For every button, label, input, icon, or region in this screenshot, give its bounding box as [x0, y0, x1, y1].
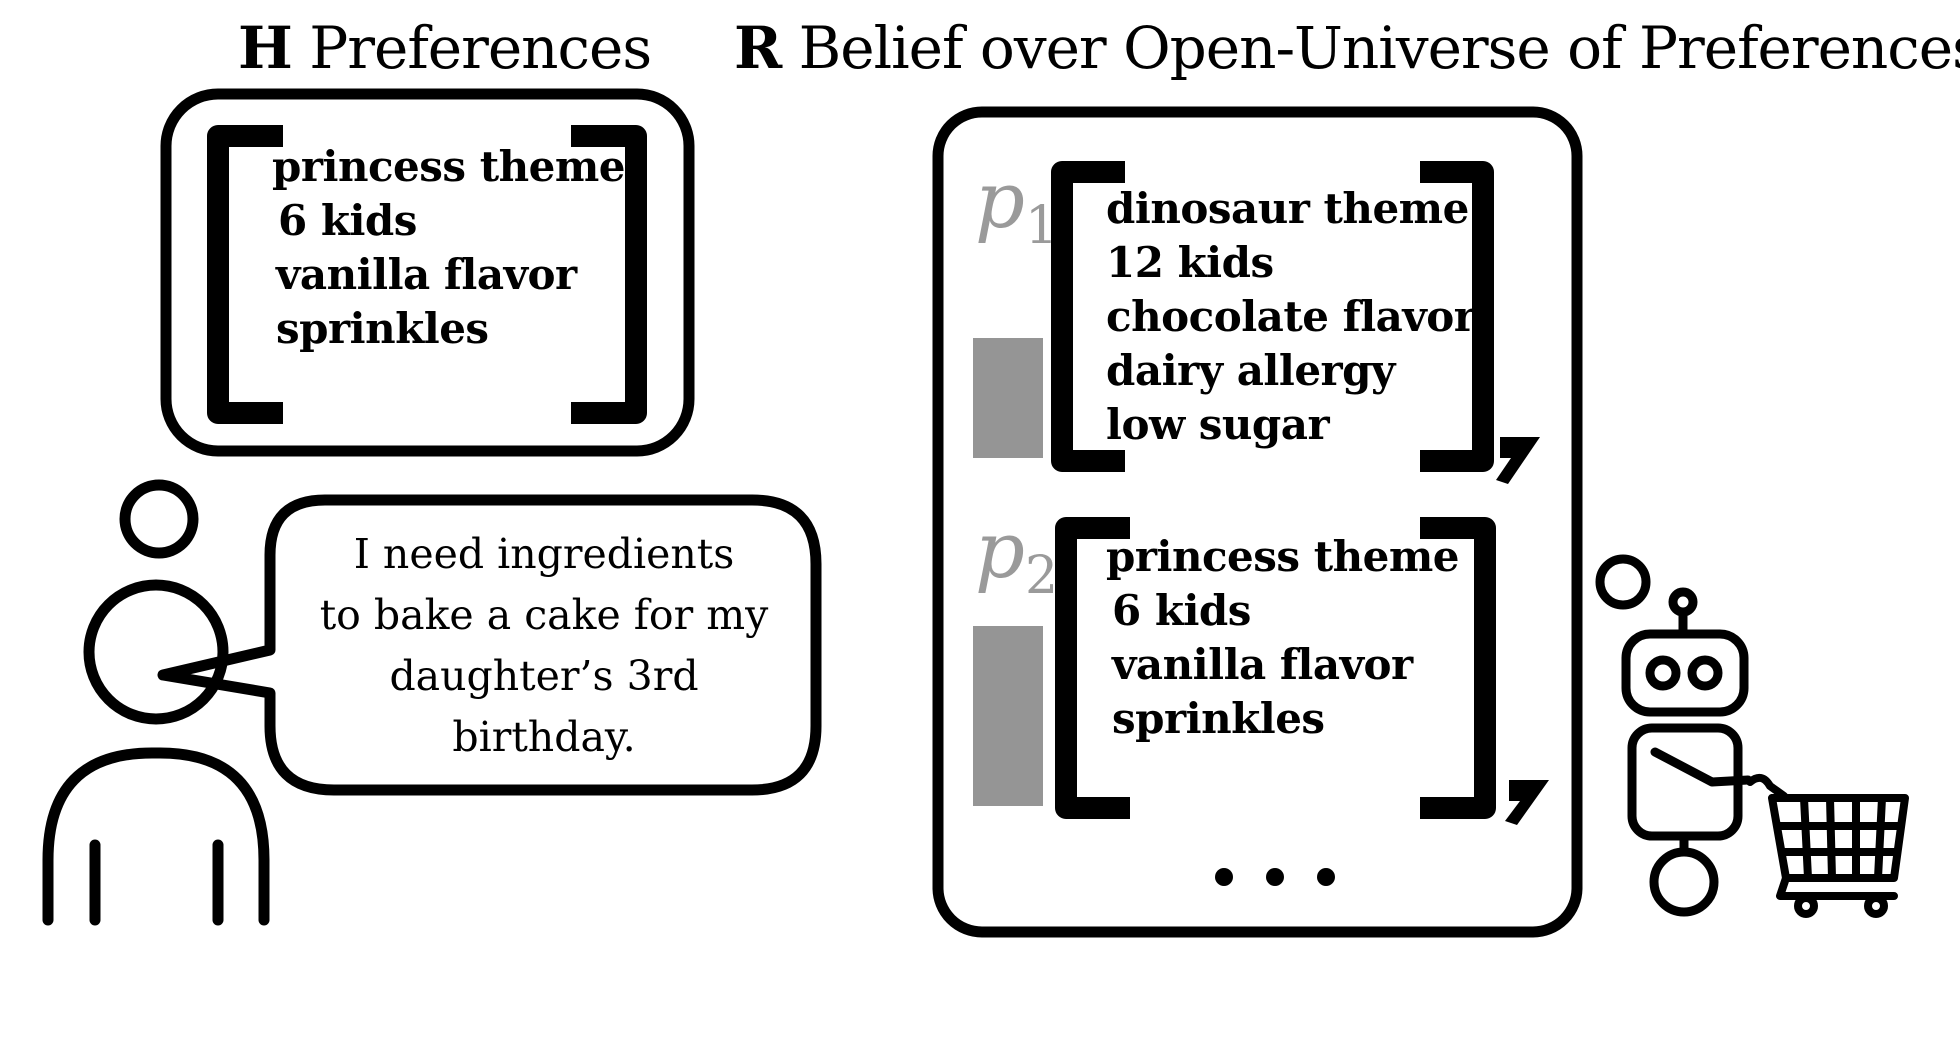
ellipsis-dot	[1317, 868, 1335, 886]
preference-item: dinosaur theme	[1106, 184, 1469, 233]
h1-right-bracket-icon	[1420, 161, 1494, 472]
preference-item: sprinkles	[1112, 694, 1325, 743]
speech-line: daughter’s 3rd	[389, 652, 699, 700]
hypothesis-2-label: p2	[975, 506, 1059, 606]
belief-box	[932, 106, 1583, 938]
h2-comma	[1505, 780, 1549, 825]
preference-item: 12 kids	[1106, 238, 1274, 287]
separators	[1215, 437, 1549, 886]
preference-item: princess theme	[272, 142, 626, 191]
probability-bars	[973, 338, 1043, 806]
human-title-letter: H	[238, 14, 293, 82]
robot-thought-bubble-icon	[1595, 554, 1651, 610]
ellipsis-dot	[1215, 868, 1233, 886]
thought-bubble-icon	[119, 479, 199, 559]
person-head	[83, 579, 229, 725]
preference-item: sprinkles	[276, 304, 489, 353]
human-title-text: Preferences	[291, 14, 652, 82]
speech-text: I need ingredients to bake a cake for my…	[300, 524, 788, 768]
human-preference-list: princess theme 6 kids vanilla flavor spr…	[272, 140, 626, 356]
robot-icon	[1621, 587, 1753, 917]
left-bracket-icon	[207, 125, 283, 424]
person-icon	[42, 479, 270, 926]
hypothesis-2-preferences: princess theme 6 kids vanilla flavor spr…	[1106, 530, 1460, 746]
robot-belief-title: R Belief over Open-Universe of Preferenc…	[734, 14, 1960, 82]
speech-line: birthday.	[452, 713, 636, 761]
preference-item: 6 kids	[1112, 586, 1251, 635]
human-preferences-title: H Preferences	[238, 14, 652, 82]
speech-line: to bake a cake for my	[319, 591, 769, 639]
h2-left-bracket-icon	[1055, 517, 1130, 819]
h2-right-bracket-icon	[1420, 517, 1496, 819]
preference-item: chocolate flavor	[1106, 292, 1476, 341]
h1-comma	[1496, 437, 1540, 484]
speech-bubble	[157, 494, 822, 796]
preference-item: 6 kids	[278, 196, 417, 245]
hypothesis-1-preferences: dinosaur theme 12 kids chocolate flavor …	[1106, 182, 1476, 452]
speech-line: I need ingredients	[353, 530, 735, 578]
h1-left-bracket-icon	[1051, 161, 1125, 472]
robot-title-text: Belief over Open-Universe of Preferences	[781, 14, 1960, 82]
preference-item: vanilla flavor	[276, 250, 577, 299]
probability-bar-1	[973, 338, 1043, 458]
right-bracket-icon	[571, 125, 647, 424]
preference-item: low sugar	[1106, 400, 1330, 449]
probability-bar-2	[973, 626, 1043, 806]
human-preference-box	[160, 88, 695, 457]
preference-item: princess theme	[1106, 532, 1460, 581]
preference-item: dairy allergy	[1106, 346, 1395, 395]
hypothesis-1-label: p1	[975, 156, 1059, 256]
shopping-cart-icon	[1746, 773, 1909, 918]
robot-title-letter: R	[734, 14, 782, 82]
ellipsis-dot	[1266, 868, 1284, 886]
preference-item: vanilla flavor	[1112, 640, 1413, 689]
